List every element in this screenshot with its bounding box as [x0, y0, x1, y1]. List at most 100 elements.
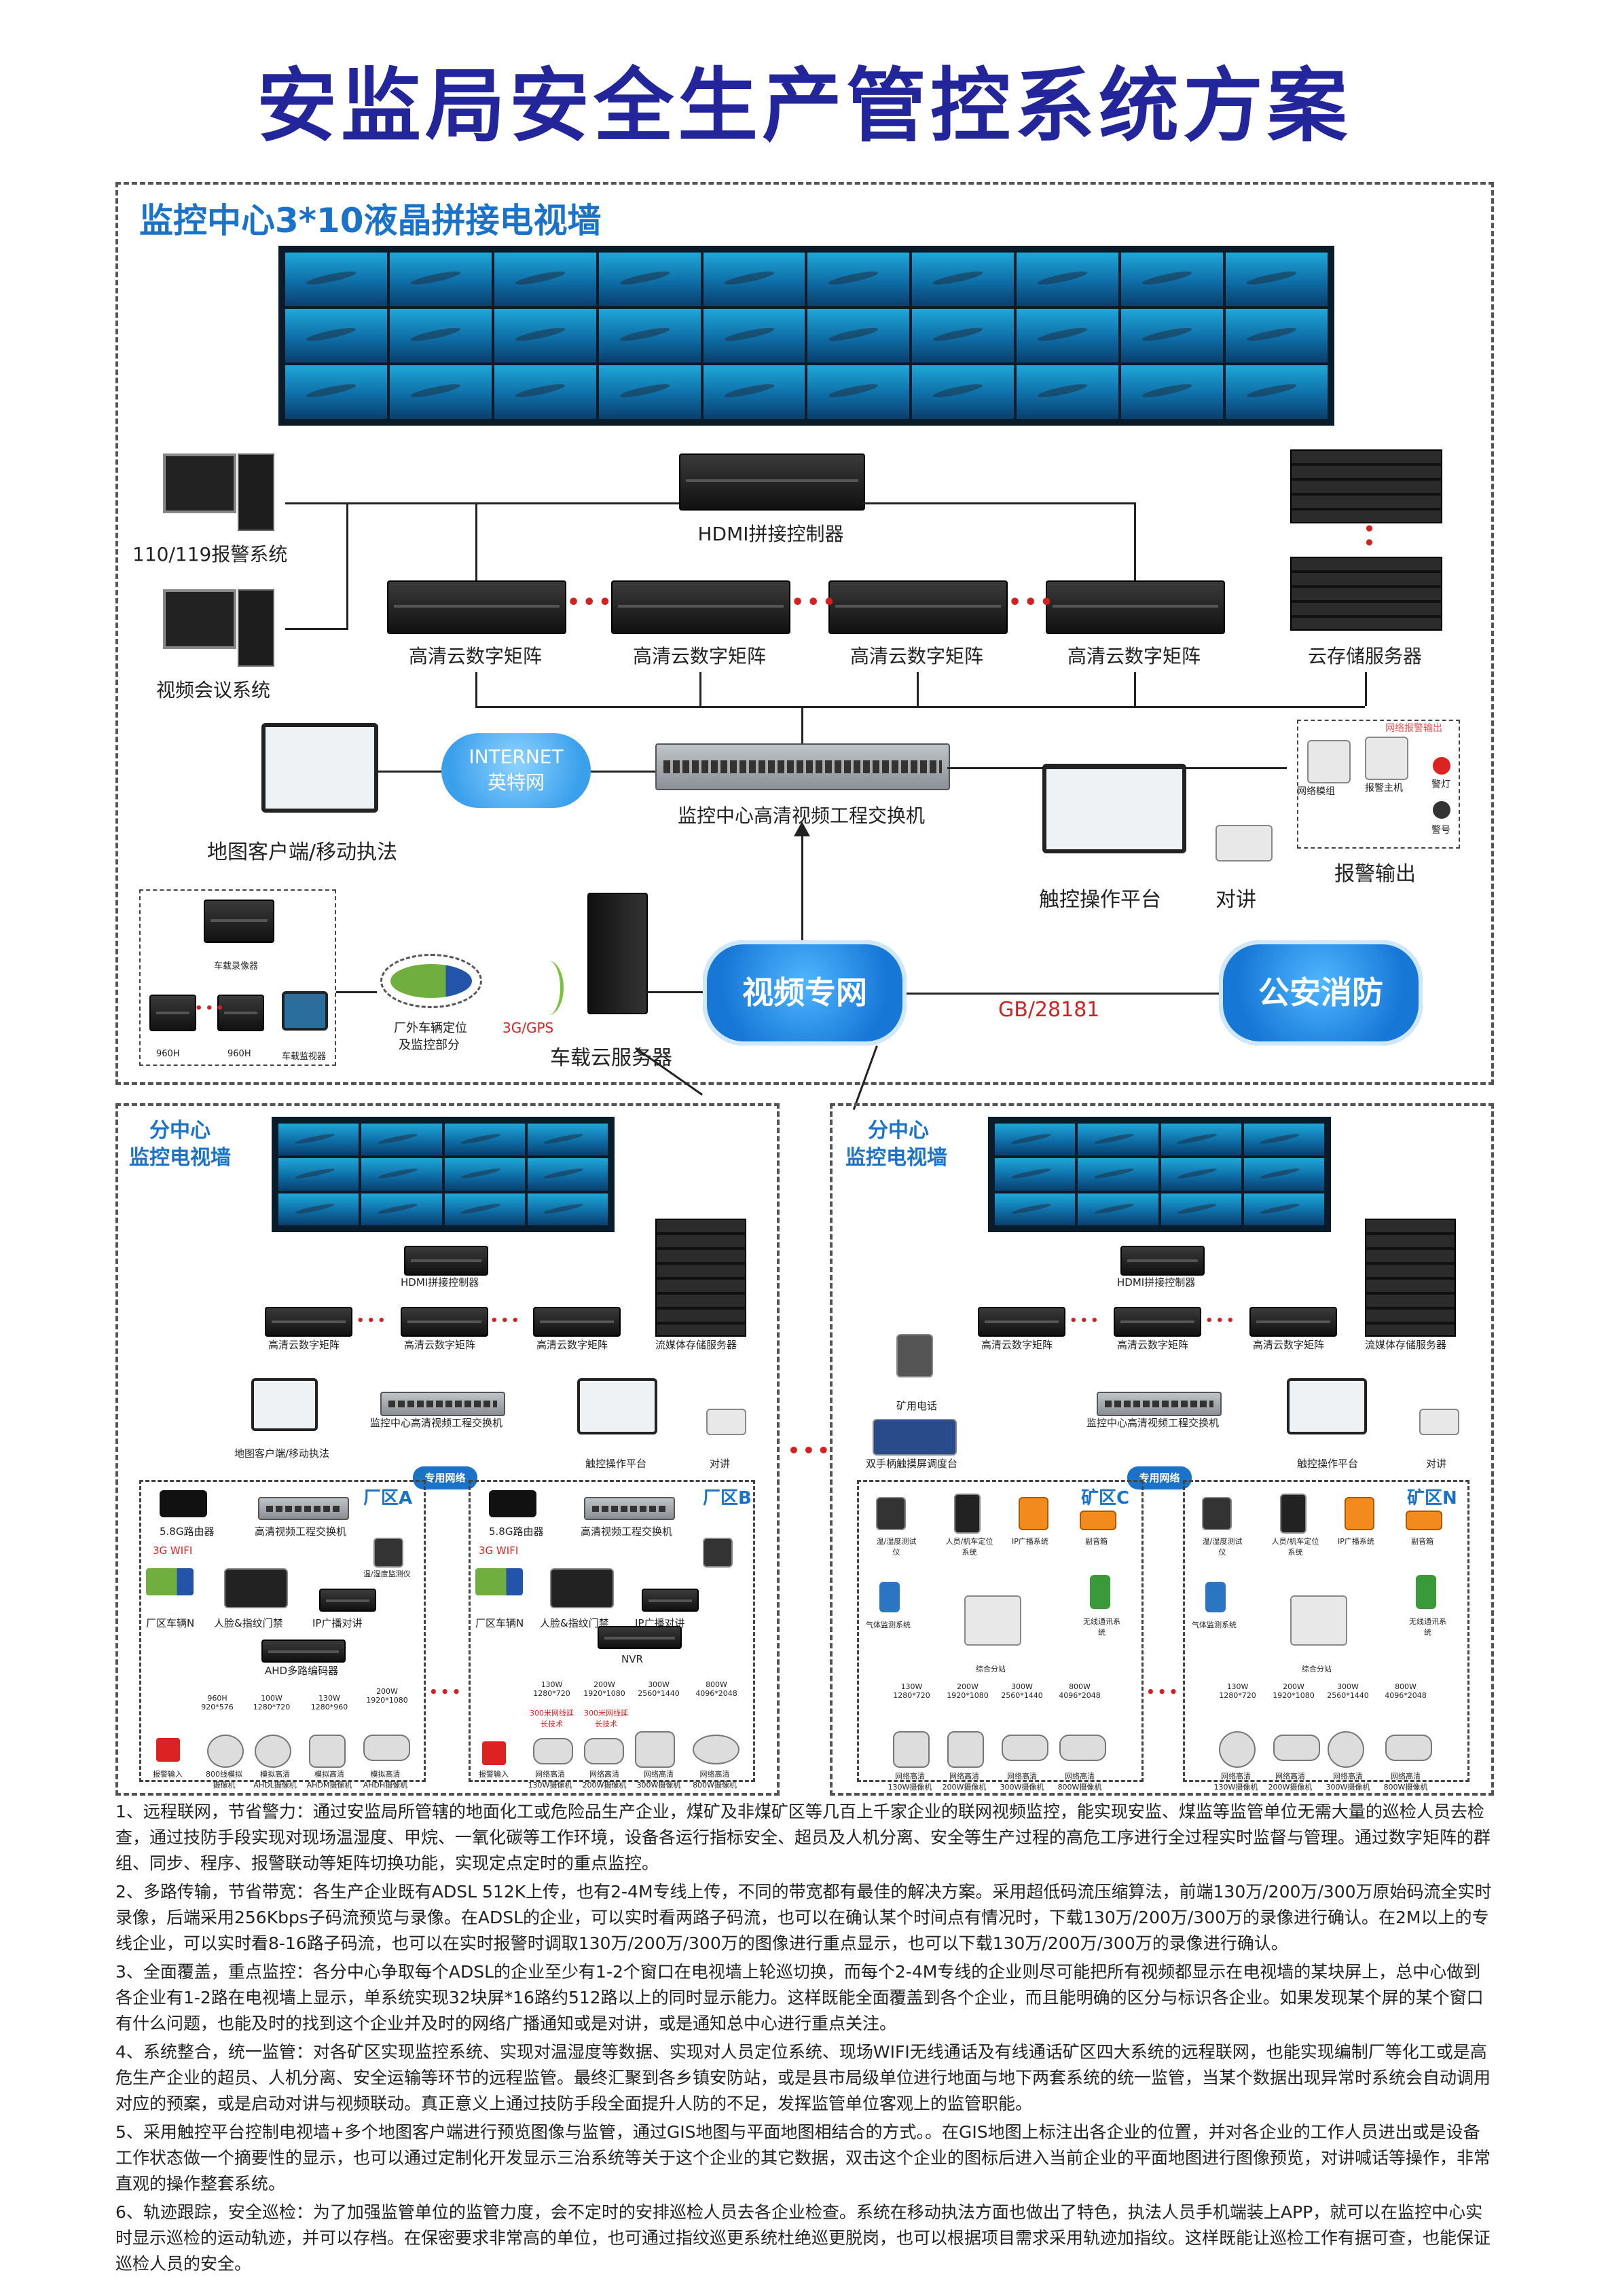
alarm-item-2: 警灯 [1431, 779, 1450, 790]
gb-label: GB/28181 [998, 998, 1100, 1022]
map-client-label: 地图客户端/移动执法 [207, 840, 398, 864]
mine-c-res-2: 300W 2560*1440 [1001, 1682, 1043, 1700]
mine-n-ip-icon [1345, 1497, 1374, 1530]
note-5: 5、采用触控平台控制电视墙+多个地图客户端进行预览图像与监管，通过GIS地图与平… [115, 2122, 1491, 2193]
matrix-device-1 [387, 580, 566, 634]
left-intercom-label: 对讲 [710, 1458, 731, 1470]
mine-c-res-1: 200W 1920*1080 [947, 1682, 989, 1700]
mine-n-cam-4 [1385, 1735, 1432, 1761]
left-hdmi-label: HDMI拼接控制器 [401, 1276, 479, 1289]
alarm-box-title: 网络报警输出 [1385, 723, 1442, 734]
left-matrix-3 [533, 1307, 621, 1337]
right-switch-label: 监控中心高清视频工程交换机 [1086, 1417, 1220, 1429]
area-b-label: 厂区B [703, 1488, 752, 1508]
left-touch-monitor [577, 1378, 657, 1434]
area-a-temp-label: 温/湿度监测仪 [363, 1570, 411, 1578]
left-sub-video-wall [272, 1117, 615, 1232]
internet-label-cn: 英特网 [487, 771, 545, 794]
area-a-car-label: 厂区车辆N [146, 1617, 195, 1629]
area-b-face-label: 人脸&指纹门禁 [540, 1617, 609, 1629]
vehicle-monitor [282, 991, 328, 1031]
area-a-cam-2 [255, 1735, 291, 1768]
right-net-tag: 专用网络 [1127, 1466, 1192, 1489]
left-matrix-2 [401, 1307, 488, 1337]
mine-c-sub-label: 副音箱 [1085, 1537, 1108, 1546]
area-a-car-icon [146, 1568, 194, 1595]
mine-n-cam-2 [1273, 1735, 1320, 1761]
area-a-router-icon [160, 1490, 207, 1517]
note-2: 2、多路传输，节省带宽：各生产企业既有ADSL 512K上传，也有2-4M专线上… [115, 1882, 1492, 1953]
internet-cloud: INTERNET 英特网 [441, 733, 591, 808]
area-b-tag-2: 300米网线延长技术 [584, 1709, 628, 1728]
mine-c-cam-label-0: 网络高清130W摄像机 [888, 1772, 932, 1792]
area-b-res-1: 200W 1920*1080 [583, 1680, 625, 1698]
matrix-label-3: 高清云数字矩阵 [849, 645, 983, 667]
public-security-cloud: 公安消防 [1219, 940, 1423, 1045]
area-a-temp-icon [373, 1538, 403, 1568]
network-module-device [1307, 740, 1351, 783]
right-matrix-1 [978, 1307, 1065, 1337]
area-a-face-icon [224, 1568, 288, 1608]
mine-n-cam-label-1: 网络高清200W摄像机 [1268, 1772, 1313, 1792]
right-matrix-label-3: 高清云数字矩阵 [1253, 1339, 1325, 1351]
area-b-router-icon [489, 1490, 536, 1517]
mine-n-temp-icon [1202, 1497, 1232, 1530]
area-b-ip-icon [642, 1589, 699, 1612]
alarm-host-device [1365, 737, 1408, 780]
left-switch-label: 监控中心高清视频工程交换机 [370, 1417, 503, 1429]
mine-c-ip-label: IP广播系统 [1012, 1537, 1048, 1546]
mine-n-cam-3 [1328, 1731, 1364, 1768]
matrix-device-2 [611, 580, 790, 634]
matrix-device-3 [828, 580, 1008, 634]
mine-c-hub-label: 综合分站 [976, 1665, 1006, 1673]
left-storage-server [655, 1219, 746, 1337]
truck-label-2: 及监控部分 [399, 1038, 460, 1052]
area-a-router-label: 5.8G路由器 [160, 1525, 215, 1538]
notes-section: 1、远程联网，节省警力：通过安监局所管辖的地面化工或危险品生产企业，煤矿及非煤矿… [115, 1799, 1494, 2280]
cloud-storage-label: 云存储服务器 [1307, 645, 1422, 667]
area-a-cam-label-1: 800线模拟摄像机 [206, 1770, 242, 1790]
mine-c-res-3: 800W 4096*2048 [1059, 1682, 1101, 1700]
area-b-cam-label-0: 报警输入 [479, 1770, 509, 1779]
mine-c-wireless-icon [1090, 1575, 1110, 1609]
mine-c-hub-icon [964, 1595, 1021, 1646]
mine-n-sub-label: 副音箱 [1411, 1537, 1433, 1546]
area-a-ip-icon [319, 1589, 376, 1612]
left-matrix-label-3: 高清云数字矩阵 [536, 1339, 608, 1351]
area-b-cam-label-1: 网络高清130W摄像机 [528, 1770, 572, 1790]
console-icon [873, 1419, 957, 1456]
mine-n-res-3: 800W 4096*2048 [1385, 1682, 1427, 1700]
right-sub-title-1: 分中心 [868, 1119, 929, 1143]
mine-n-ip-label: IP广播系统 [1338, 1537, 1374, 1546]
area-a-alarm-input-icon [156, 1738, 180, 1762]
area-a-label: 厂区A [363, 1488, 413, 1508]
mine-c-cam-2 [947, 1731, 984, 1768]
area-a-ahd-label: AHD多路编码器 [265, 1665, 339, 1677]
right-touch-label: 触控操作平台 [1297, 1458, 1359, 1470]
truck-icon [380, 954, 482, 1008]
mine-n-hub-label: 综合分站 [1302, 1665, 1332, 1673]
right-matrix-label-2: 高清云数字矩阵 [1117, 1339, 1189, 1351]
left-hdmi-device [404, 1246, 488, 1276]
area-a-box [139, 1480, 426, 1782]
vehicle-server-tower [587, 893, 648, 1014]
area-b-res-0: 130W 1280*720 [533, 1680, 570, 1698]
left-switch-device [380, 1392, 505, 1416]
area-b-nvr-icon [598, 1626, 682, 1649]
vehicle-cam-label-2: 960H [227, 1049, 251, 1059]
cloud-storage-server-1 [1290, 449, 1442, 523]
hdmi-controller-device [679, 453, 865, 511]
vehicle-cam-2 [217, 995, 264, 1031]
mine-n-box [1183, 1480, 1469, 1782]
matrix-label-1: 高清云数字矩阵 [408, 645, 542, 667]
hdmi-controller-label: HDMI拼接控制器 [697, 523, 844, 545]
mine-c-cam-label-2: 网络高清300W摄像机 [1000, 1772, 1044, 1792]
intercom-label: 对讲 [1216, 888, 1256, 912]
right-intercom-label: 对讲 [1426, 1458, 1447, 1470]
warning-light-icon [1433, 757, 1450, 775]
area-a-cam-3 [309, 1735, 346, 1768]
alarm-item-1: 报警主机 [1365, 783, 1403, 794]
right-switch-device [1097, 1392, 1222, 1416]
area-b-wifi-label: 3G WIFI [479, 1544, 519, 1557]
intercom-device [1216, 825, 1273, 862]
